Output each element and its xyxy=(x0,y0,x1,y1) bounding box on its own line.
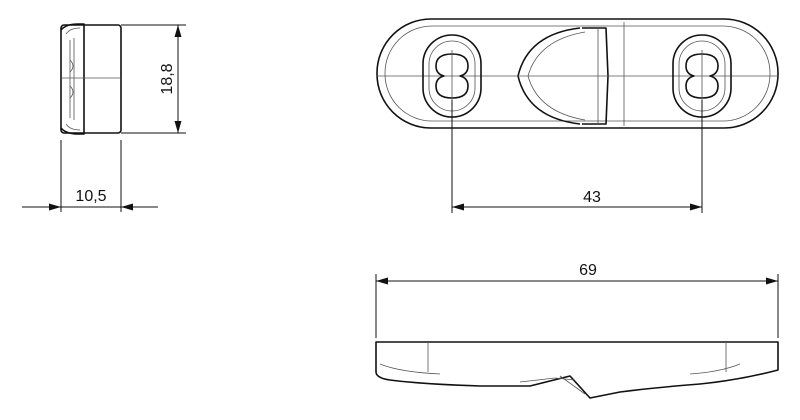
side-view xyxy=(60,23,122,135)
depth-dimension-label: 10,5 xyxy=(75,188,106,205)
top-view xyxy=(376,18,779,129)
hole-spacing-dimension: 43 xyxy=(451,100,703,213)
hole-spacing-dimension-label: 43 xyxy=(583,189,601,206)
overall-length-dimension: 69 xyxy=(375,262,779,338)
overall-length-dimension-label: 69 xyxy=(579,262,597,279)
depth-dimension: 10,5 xyxy=(22,140,158,212)
front-view xyxy=(375,341,779,399)
height-dimension-label: 18,8 xyxy=(159,63,176,94)
height-dimension: 18,8 xyxy=(121,24,186,134)
